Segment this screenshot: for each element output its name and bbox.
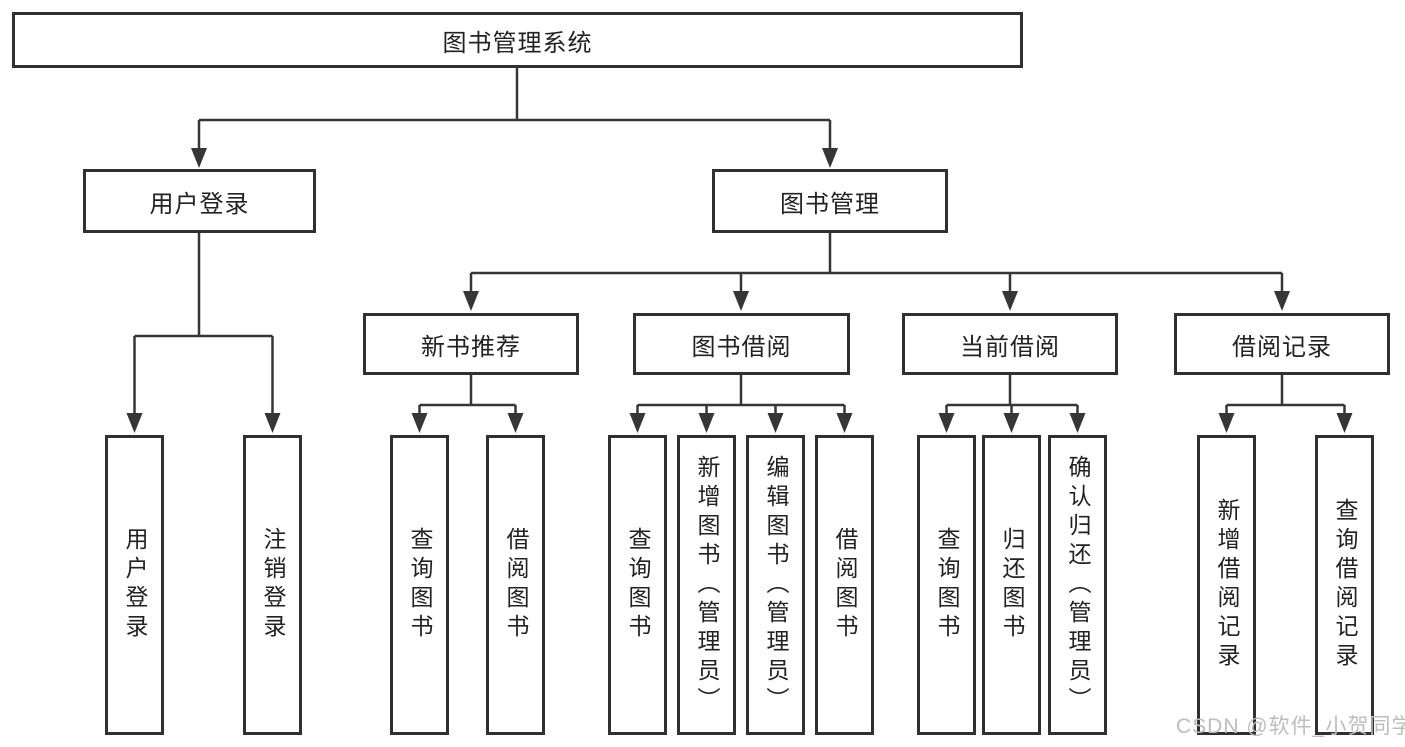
leaf-current-confirm-return-admin-label: 确认归还（管理员） (1065, 454, 1091, 716)
leaf-user-login-label: 用户登录 (122, 527, 148, 643)
leaf-borrow-add-admin-label: 新增图书（管理员） (694, 454, 720, 716)
leaf-borrow-query: 查询图书 (608, 435, 667, 735)
leaf-records-add-label: 新增借阅记录 (1214, 498, 1240, 672)
leaf-current-query-label: 查询图书 (934, 527, 960, 643)
leaf-borrow-edit-admin: 编辑图书（管理员） (746, 435, 805, 735)
leaf-current-return-label: 归还图书 (999, 527, 1025, 643)
leaf-logout: 注销登录 (243, 435, 302, 735)
leaf-logout-label: 注销登录 (260, 527, 286, 643)
leaf-newbooks-borrow-label: 借阅图书 (503, 527, 529, 643)
leaf-user-login: 用户登录 (105, 435, 164, 735)
leaf-newbooks-query: 查询图书 (390, 435, 449, 735)
node-new-book-recommend: 新书推荐 (363, 313, 579, 375)
leaf-borrow-query-label: 查询图书 (625, 527, 651, 643)
leaf-newbooks-query-label: 查询图书 (407, 527, 433, 643)
node-borrow-records: 借阅记录 (1174, 313, 1390, 375)
leaf-records-add: 新增借阅记录 (1197, 435, 1256, 735)
leaf-current-return: 归还图书 (982, 435, 1041, 735)
leaf-borrow-add-admin: 新增图书（管理员） (677, 435, 736, 735)
leaf-current-confirm-return-admin: 确认归还（管理员） (1048, 435, 1107, 735)
leaf-borrow-book: 借阅图书 (815, 435, 874, 735)
node-library-management-system: 图书管理系统 (12, 12, 1023, 68)
node-user-login: 用户登录 (83, 169, 316, 233)
leaf-records-query-label: 查询借阅记录 (1332, 498, 1358, 672)
node-current-borrow: 当前借阅 (902, 313, 1118, 375)
node-book-borrow: 图书借阅 (633, 313, 850, 375)
leaf-borrow-book-label: 借阅图书 (832, 527, 858, 643)
csdn-watermark: CSDN @软件_小贺同学 (1176, 715, 1405, 738)
leaf-newbooks-borrow: 借阅图书 (486, 435, 545, 735)
leaf-records-query: 查询借阅记录 (1315, 435, 1374, 735)
node-book-management: 图书管理 (712, 169, 948, 233)
leaf-borrow-edit-admin-label: 编辑图书（管理员） (763, 454, 789, 716)
leaf-current-query: 查询图书 (917, 435, 976, 735)
